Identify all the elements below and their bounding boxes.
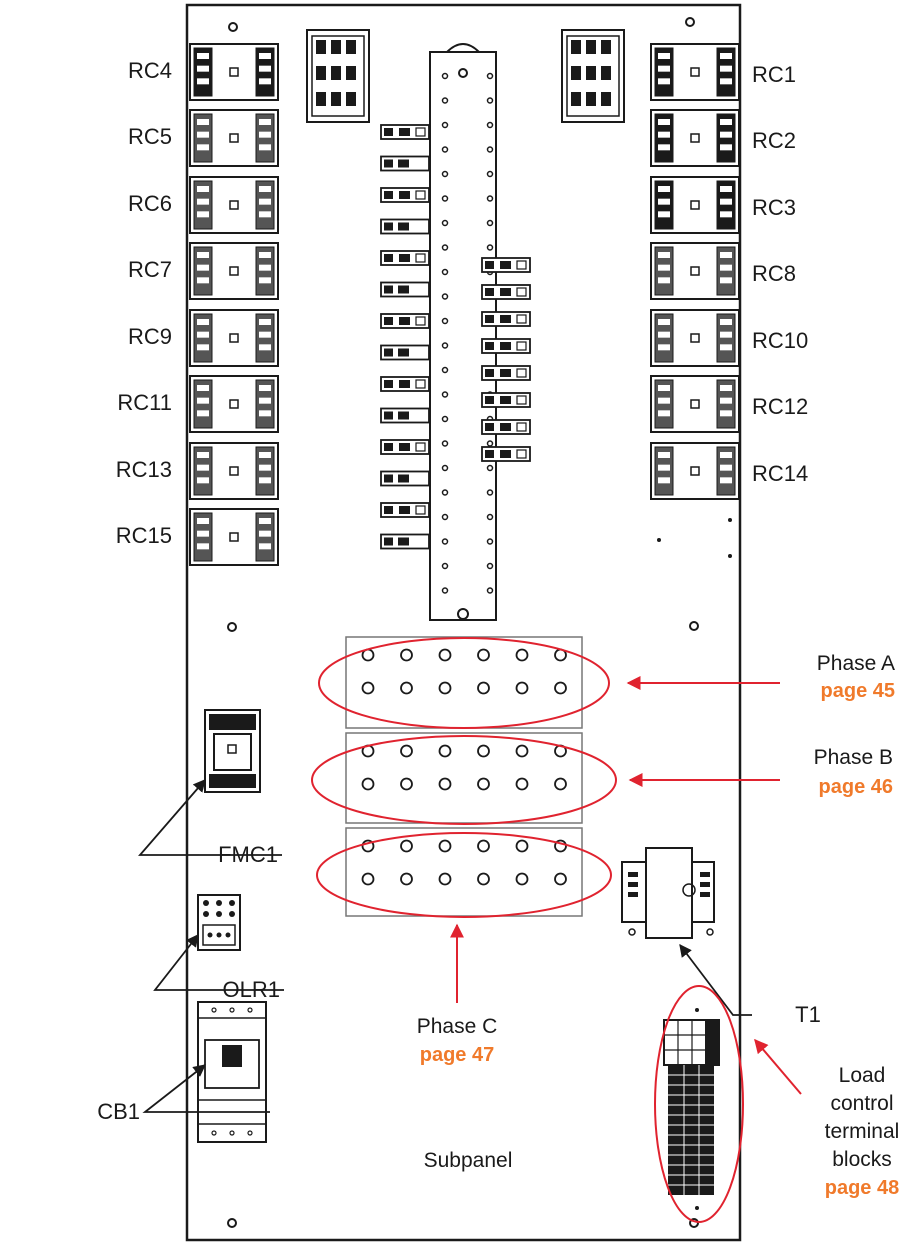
breaker-right-8 [481, 446, 531, 462]
breaker-left-4 [380, 218, 430, 235]
relay-left-5 [189, 309, 279, 367]
relay-right-3 [650, 176, 740, 234]
relay-label-rc14: RC14 [752, 461, 808, 486]
relay-right-4 [650, 242, 740, 300]
breaker-left-3 [380, 187, 430, 203]
breaker-left-13 [380, 502, 430, 518]
relay-label-rc15: RC15 [116, 523, 172, 548]
terminal-blocks-line-3: terminal [825, 1120, 900, 1143]
relay-right-6 [650, 375, 740, 433]
cb1-label: CB1 [97, 1099, 140, 1124]
breaker-right-6 [481, 392, 531, 408]
load-control-terminal-blocks [663, 1008, 720, 1210]
relay-right-7 [650, 442, 740, 500]
phase-c-label: Phase C [417, 1015, 498, 1038]
fmc1-contactor [204, 709, 261, 793]
terminal-blocks-line-1: Load [839, 1064, 886, 1087]
breaker-left-1 [380, 124, 430, 140]
phase-a-page: page 45 [821, 680, 895, 702]
top-contactor-right [561, 29, 625, 123]
breaker-right-7 [481, 419, 531, 435]
relay-label-rc9: RC9 [128, 324, 172, 349]
breaker-right-2 [481, 284, 531, 300]
breaker-left-11 [380, 439, 430, 455]
relay-label-rc7: RC7 [128, 257, 172, 282]
central-bus-bar [429, 43, 497, 621]
phase-b-label: Phase B [814, 746, 893, 769]
relay-left-6 [189, 375, 279, 433]
terminal-blocks-line-4: blocks [832, 1148, 892, 1171]
breaker-left-5 [380, 250, 430, 266]
breaker-left-10 [380, 407, 430, 424]
callout-ellipses [311, 637, 744, 1223]
terminal-blocks-page: page 48 [825, 1177, 899, 1199]
relay-label-rc4: RC4 [128, 58, 172, 83]
phase-a-label: Phase A [817, 652, 895, 675]
breaker-left-8 [380, 344, 430, 361]
relay-label-rc8: RC8 [752, 261, 796, 286]
phase-b-page: page 46 [819, 776, 893, 798]
relay-label-rc11: RC11 [117, 390, 172, 415]
component-leaders [138, 779, 752, 1113]
relay-left-4 [189, 242, 279, 300]
relay-label-rc5: RC5 [128, 124, 172, 149]
relay-label-rc6: RC6 [128, 191, 172, 216]
phase-c-page: page 47 [420, 1044, 494, 1066]
relay-label-rc12: RC12 [752, 394, 808, 419]
breaker-left-2 [380, 155, 430, 172]
relay-column-left [189, 43, 279, 566]
breaker-left-7 [380, 313, 430, 329]
olr1-label: OLR1 [223, 977, 280, 1002]
terminal-blocks-callout: Load control terminal blocks page 48 [825, 1064, 900, 1199]
relay-right-1 [650, 43, 740, 101]
relay-label-rc3: RC3 [752, 195, 796, 220]
relay-left-7 [189, 442, 279, 500]
fmc1-label: FMC1 [218, 842, 278, 867]
relay-column-right [650, 43, 740, 500]
phase-block-c [345, 827, 583, 917]
relay-left-8 [189, 508, 279, 566]
olr1-overload-relay [197, 894, 241, 951]
breaker-right-5 [481, 365, 531, 381]
relay-right-2 [650, 109, 740, 167]
breaker-right-4 [481, 338, 531, 354]
breaker-left-14 [380, 533, 430, 550]
t1-label: T1 [795, 1002, 821, 1027]
top-contactor-left [306, 29, 370, 123]
relay-label-rc10: RC10 [752, 328, 808, 353]
misc-dots [657, 518, 732, 558]
breaker-column-right [481, 257, 531, 462]
relay-left-3 [189, 176, 279, 234]
terminal-blocks-line-2: control [830, 1092, 893, 1115]
relay-label-rc1: RC1 [752, 62, 796, 87]
relay-left-2 [189, 109, 279, 167]
subpanel-label: Subpanel [424, 1149, 513, 1172]
mounting-holes [227, 17, 699, 1228]
breaker-column-left [380, 124, 430, 550]
breaker-left-9 [380, 376, 430, 392]
relay-label-rc13: RC13 [116, 457, 172, 482]
breaker-right-1 [481, 257, 531, 273]
relay-label-rc2: RC2 [752, 128, 796, 153]
callout-arrows [450, 676, 802, 1095]
breaker-left-12 [380, 470, 430, 487]
relay-right-5 [650, 309, 740, 367]
phase-block-b [345, 732, 583, 824]
breaker-left-6 [380, 281, 430, 298]
t1-transformer [621, 847, 715, 939]
relay-left-1 [189, 43, 279, 101]
phase-bus-blocks [345, 636, 583, 917]
breaker-right-3 [481, 311, 531, 327]
phase-block-a [345, 636, 583, 729]
